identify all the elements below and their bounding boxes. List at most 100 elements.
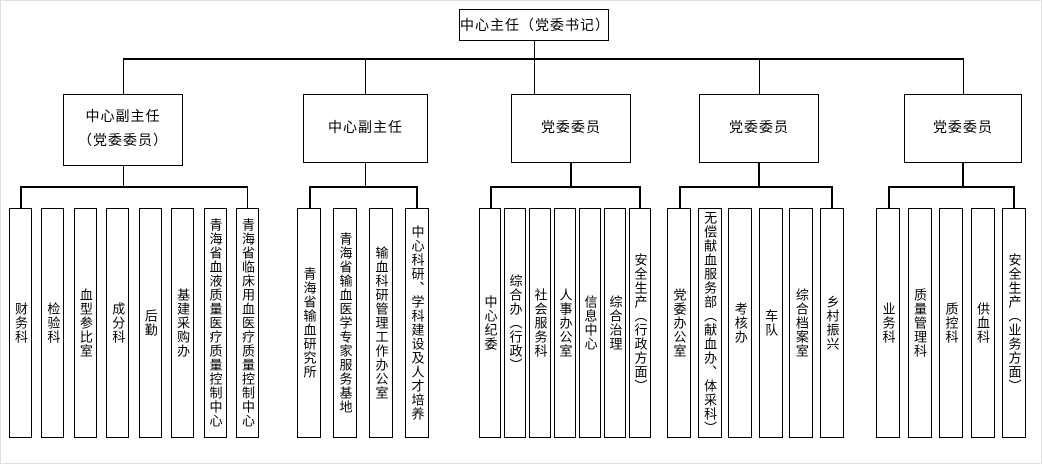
org-box-department: 无偿献血服务部（献血办、体采科） xyxy=(697,208,722,438)
org-box-label: 党委委员 xyxy=(933,120,993,136)
org-box-department: 社会服务科 xyxy=(529,208,551,438)
department-group-4: 党委办公室 无偿献血服务部（献血办、体采科） 考核办 车队 综合档案室 乡村振兴 xyxy=(667,208,844,438)
org-box-root: 中心主任（党委书记） xyxy=(459,9,609,41)
org-box-department-label: 车队 xyxy=(763,309,779,337)
org-box-department-label: 综合办（行政） xyxy=(507,274,523,372)
connector-drop-branch-4 xyxy=(758,58,760,94)
org-box-department: 信息中心 xyxy=(579,208,601,438)
org-box-label: 党委委员 xyxy=(541,120,601,136)
org-box-department-label: 安全生产（业务方面） xyxy=(1006,253,1022,393)
org-box-department-label: 人事办公室 xyxy=(557,288,573,358)
org-box-department-label: 中心纪委 xyxy=(482,295,498,351)
org-box-department-label: 青海省临床用血医疗质量控制中心 xyxy=(239,218,255,428)
connector-rail-group-3 xyxy=(490,186,641,188)
org-box-department-label: 后勤 xyxy=(142,309,158,337)
org-box-label: 中心副主任 xyxy=(328,120,403,136)
org-box-department: 考核办 xyxy=(728,208,753,438)
org-box-label: 党委委员 xyxy=(729,120,789,136)
org-box-department-label: 考核办 xyxy=(732,302,748,344)
org-box-department: 青海省输血医学专家服务基地 xyxy=(333,208,357,438)
org-box-department-label: 财务科 xyxy=(13,302,28,344)
connector-end-drop xyxy=(246,186,248,208)
org-box-department: 安全生产（行政方面） xyxy=(629,208,651,438)
org-box-department-label: 基建采购办 xyxy=(175,288,191,358)
department-group-1: 财务科 检验科 血型参比室 成分科 后勤 基建采购办 青海省血液质量医疗质量控制… xyxy=(9,208,259,438)
connector-end-drop xyxy=(416,186,418,208)
org-box-department-label: 安全生产（行政方面） xyxy=(632,253,648,393)
org-box-department: 乡村振兴 xyxy=(819,208,844,438)
org-box-department-label: 中心科研、学科建设及人才培养 xyxy=(409,225,425,421)
org-box-department-label: 输血科研管理工作办公室 xyxy=(373,246,389,400)
connector-end-drop xyxy=(831,186,833,208)
connector-end-drop xyxy=(888,186,890,208)
connector-rail-group-4 xyxy=(679,186,833,188)
org-box-department: 安全生产（业务方面） xyxy=(1002,208,1026,438)
org-box-department-label: 成分科 xyxy=(110,302,126,344)
org-box-deputy-director-2: 中心副主任 xyxy=(303,94,428,163)
org-box-department: 综合档案室 xyxy=(789,208,814,438)
connector-rail-group-1 xyxy=(20,186,248,188)
org-box-department: 综合办（行政） xyxy=(504,208,526,438)
connector-root-stub xyxy=(533,41,535,94)
connector-end-drop xyxy=(490,186,492,208)
department-group-5: 业务科 质量管理科 质控科 供血科 安全生产（业务方面） xyxy=(876,208,1026,438)
connector-rail-group-5 xyxy=(888,186,1015,188)
connector-stub-group-1 xyxy=(122,166,124,186)
org-box-department-label: 业务科 xyxy=(880,302,896,344)
org-box-department: 血型参比室 xyxy=(73,208,97,438)
org-box-deputy-director-1: 中心副主任 （党委委员） xyxy=(63,94,183,166)
org-box-department: 质控科 xyxy=(939,208,963,438)
org-box-department-label: 社会服务科 xyxy=(532,288,548,358)
org-box-department: 供血科 xyxy=(970,208,995,438)
org-box-department-label: 青海省输血医学专家服务基地 xyxy=(337,232,353,414)
org-box-department-label: 质控科 xyxy=(943,302,959,344)
org-box-department-label: 检验科 xyxy=(45,302,61,344)
org-box-department: 车队 xyxy=(758,208,783,438)
org-box-department: 综合治理 xyxy=(604,208,626,438)
connector-main-rail xyxy=(122,58,964,60)
org-box-department-label: 质量管理科 xyxy=(912,288,927,358)
org-box-department: 青海省输血研究所 xyxy=(297,208,321,438)
org-box-committee-member-3: 党委委员 xyxy=(904,94,1022,163)
org-box-department: 人事办公室 xyxy=(554,208,576,438)
org-box-department-label: 血型参比室 xyxy=(77,288,93,358)
connector-end-drop xyxy=(309,186,311,208)
connector-end-drop xyxy=(1013,186,1015,208)
org-box-department-label: 综合治理 xyxy=(607,295,623,351)
connector-stub-group-4 xyxy=(758,163,760,186)
connector-drop-branch-5 xyxy=(962,58,964,94)
org-box-label: 中心副主任 xyxy=(85,110,161,126)
org-box-department-label: 无偿献血服务部（献血办、体采科） xyxy=(702,211,718,435)
org-box-department: 党委办公室 xyxy=(667,208,691,438)
org-box-department-label: 乡村振兴 xyxy=(824,295,840,351)
org-box-department: 业务科 xyxy=(876,208,900,438)
org-box-department: 青海省血液质量医疗质量控制中心 xyxy=(203,208,227,438)
connector-drop-branch-2 xyxy=(364,58,366,94)
org-box-label: （党委委员） xyxy=(78,134,168,149)
org-box-department: 输血科研管理工作办公室 xyxy=(369,208,393,438)
org-box-committee-member-2: 党委委员 xyxy=(699,94,819,163)
org-box-department-label: 供血科 xyxy=(975,302,990,344)
org-box-department-label: 青海省输血研究所 xyxy=(301,267,317,379)
connector-stub-group-3 xyxy=(570,163,572,186)
department-group-3: 中心纪委 综合办（行政） 社会服务科 人事办公室 信息中心 综合治理 安全生产（… xyxy=(479,208,651,438)
connector-drop-branch-1 xyxy=(122,58,124,94)
org-box-department: 质量管理科 xyxy=(907,208,932,438)
connector-stub-group-2 xyxy=(364,163,366,186)
org-box-department-label: 综合档案室 xyxy=(793,288,809,358)
org-box-department-label: 信息中心 xyxy=(582,295,598,351)
org-box-root-label: 中心主任（党委书记） xyxy=(460,19,610,34)
connector-rail-group-2 xyxy=(309,186,418,188)
org-box-department: 后勤 xyxy=(138,208,162,438)
org-box-department: 检验科 xyxy=(41,208,65,438)
org-box-department: 成分科 xyxy=(106,208,130,438)
connector-end-drop xyxy=(20,186,22,208)
org-box-department: 财务科 xyxy=(9,208,32,438)
connector-end-drop xyxy=(639,186,641,208)
org-box-department: 基建采购办 xyxy=(171,208,195,438)
org-box-department-label: 党委办公室 xyxy=(671,288,687,358)
org-box-department: 青海省临床用血医疗质量控制中心 xyxy=(235,208,259,438)
org-box-department: 中心纪委 xyxy=(479,208,501,438)
org-box-department: 中心科研、学科建设及人才培养 xyxy=(405,208,429,438)
